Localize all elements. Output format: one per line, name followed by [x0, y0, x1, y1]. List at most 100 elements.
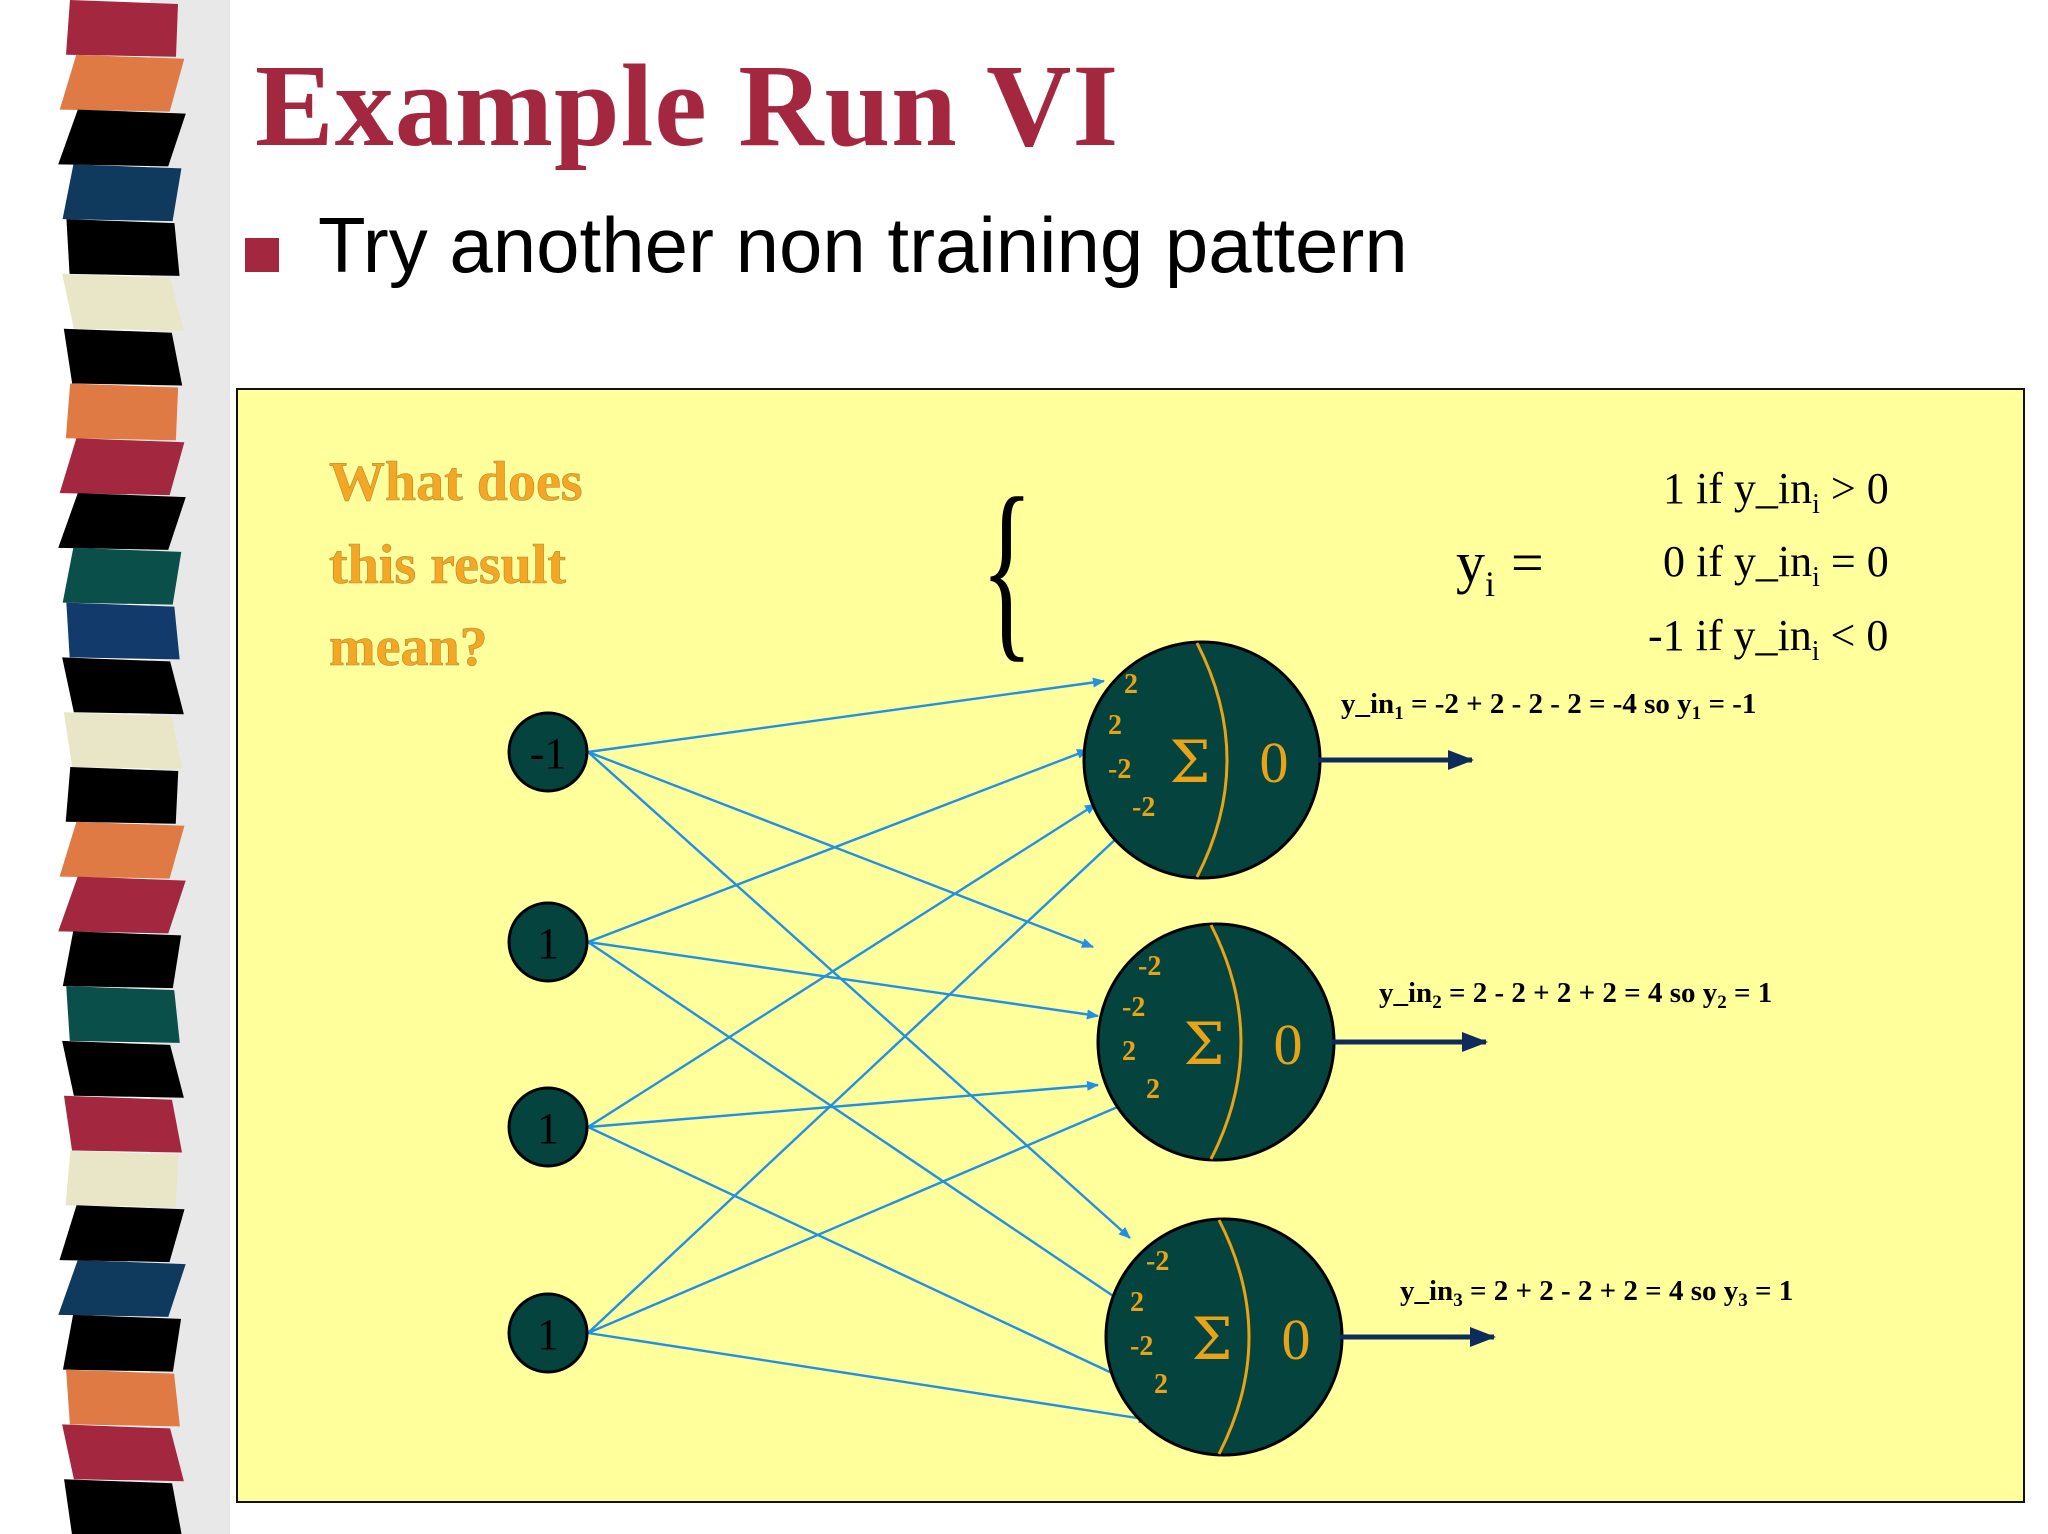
stripe-band — [62, 657, 184, 715]
neuron-divider — [1195, 642, 1229, 878]
result-equation: y_in3 = 2 + 2 - 2 + 2 = 4 so y3 = 1 — [1400, 1275, 1793, 1311]
stripe-band — [66, 602, 180, 660]
weight-edge — [587, 1098, 1135, 1335]
result-sub: 1 — [1692, 703, 1702, 724]
stripe-band — [63, 328, 183, 386]
result-expr: = 2 + 2 - 2 + 2 = 4 so y — [1463, 1275, 1739, 1307]
weight-edge — [587, 1125, 1132, 1384]
threshold-value: 0 — [1260, 730, 1289, 795]
weight-label: -2 — [1108, 754, 1131, 785]
activation-lhs-base: y — [1456, 530, 1485, 595]
threshold-value: 0 — [1274, 1012, 1303, 1077]
neuron-divider — [1209, 924, 1243, 1160]
activation-function: yi= { 1 if y_ini > 00 if y_ini = 0-1 if … — [980, 457, 1888, 679]
stripe-band — [66, 986, 180, 1043]
weight-label: -2 — [1146, 1246, 1169, 1277]
activation-lhs: yi= — [1456, 530, 1544, 604]
result-var: y_in — [1341, 688, 1394, 720]
weight-edge — [587, 750, 1094, 949]
input-node — [507, 711, 589, 793]
stripe-band — [66, 1369, 180, 1427]
diagram-panel: What does this result mean? yi= { 1 if y… — [236, 388, 2025, 1503]
weight-label: -2 — [1132, 792, 1155, 823]
result-sub: 1 — [1394, 703, 1404, 724]
input-value: 1 — [537, 1310, 559, 1359]
bullet-square-icon — [245, 238, 279, 272]
stripe-band — [65, 383, 179, 441]
weight-edge — [587, 821, 1135, 1334]
activation-case: -1 if y_ini < 0 — [1648, 611, 1888, 667]
activation-case: 1 if y_ini > 0 — [1663, 464, 1889, 520]
input-node — [507, 1292, 589, 1374]
case-subscript: i — [1812, 562, 1820, 593]
result-equation: y_in2 = 2 - 2 + 2 + 2 = 4 so y2 = 1 — [1379, 977, 1772, 1013]
question-line: What does — [329, 451, 583, 513]
stripe-band — [58, 1260, 186, 1317]
connections — [587, 677, 1151, 1424]
case-condition: if y_in — [1685, 464, 1812, 513]
result-expr: = 2 - 2 + 2 + 2 = 4 so y — [1442, 977, 1718, 1009]
stripe-band — [62, 164, 182, 222]
stripe-band — [66, 0, 178, 57]
stripe-band — [62, 1314, 182, 1372]
case-condition-end: = 0 — [1820, 537, 1889, 586]
stripe-band — [62, 931, 182, 989]
weight-label: -2 — [1130, 1331, 1153, 1362]
input-layer: -1 1 1 1 — [507, 711, 589, 1374]
result-value: = 1 — [1727, 977, 1773, 1009]
case-condition: if y_in — [1685, 611, 1812, 660]
case-subscript: i — [1812, 489, 1820, 520]
slide-title: Example Run VI — [255, 40, 1120, 171]
stripe-band — [66, 219, 180, 276]
question-text: What does this result mean? — [329, 451, 583, 679]
stripe-band — [59, 54, 185, 112]
weight-label: 2 — [1130, 1287, 1144, 1318]
stripe-band — [65, 1150, 179, 1208]
stripe-band — [63, 1095, 183, 1153]
weight-edge — [587, 1331, 1151, 1424]
input-node — [507, 901, 589, 983]
result-value: = -1 — [1701, 688, 1756, 720]
case-subscript: i — [1812, 636, 1820, 667]
case-condition-end: > 0 — [1820, 464, 1889, 513]
sum-symbol: Σ — [1169, 728, 1210, 796]
case-value: 0 — [1663, 537, 1685, 586]
result-var: y_in — [1379, 977, 1432, 1009]
result-var: y_in — [1400, 1275, 1453, 1307]
result-sub: 2 — [1717, 992, 1727, 1013]
case-condition-end: < 0 — [1820, 611, 1889, 660]
stripe-band — [58, 493, 186, 550]
neuron-divider — [1217, 1219, 1251, 1455]
threshold-value: 0 — [1282, 1307, 1311, 1372]
decorative-stripe — [0, 0, 230, 1534]
result-expr: = -2 + 2 - 2 - 2 = -4 so y — [1404, 688, 1692, 720]
sum-symbol: Σ — [1191, 1305, 1232, 1373]
neural-network-diagram: What does this result mean? yi= { 1 if y… — [329, 451, 1889, 1457]
weight-edge — [587, 940, 1099, 1020]
weight-label: 2 — [1124, 669, 1138, 700]
weight-label: -2 — [1138, 951, 1161, 982]
weight-label: 2 — [1108, 710, 1122, 741]
stripe-band — [59, 438, 185, 496]
sum-symbol: Σ — [1183, 1010, 1224, 1078]
stripe-band — [63, 712, 183, 769]
stripe-band — [62, 1040, 184, 1098]
weight-label: 2 — [1122, 1036, 1136, 1067]
stripe-band — [62, 273, 184, 331]
input-node — [507, 1086, 589, 1168]
weight-edge — [587, 802, 1097, 1129]
question-line: this result — [329, 534, 566, 596]
stripe-band — [59, 821, 185, 879]
input-value: -1 — [530, 729, 567, 778]
input-value: 1 — [537, 1104, 559, 1153]
question-line: mean? — [329, 616, 488, 678]
weight-label: 2 — [1154, 1369, 1168, 1400]
weight-label: -2 — [1122, 992, 1145, 1023]
weight-label: 2 — [1146, 1074, 1160, 1105]
input-value: 1 — [537, 919, 559, 968]
weight-edge — [587, 677, 1105, 754]
stripe-band — [64, 1479, 182, 1534]
